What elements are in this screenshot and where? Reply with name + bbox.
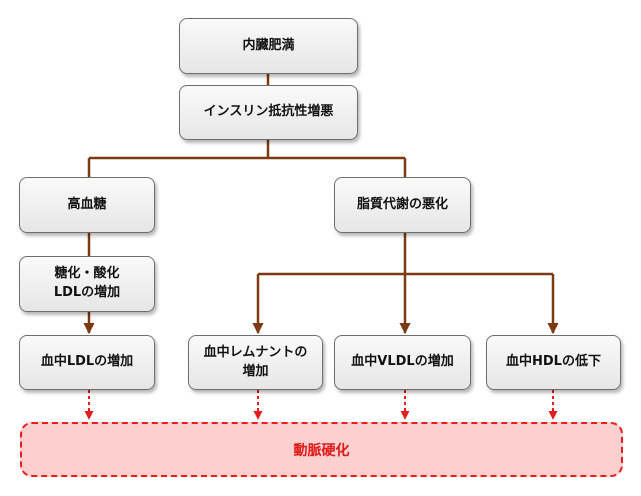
node-visceral-obesity: 内臓肥満 <box>179 18 358 74</box>
node-blood-hdl: 血中HDLの低下 <box>486 335 621 390</box>
node-hyperglycemia: 高血糖 <box>19 177 155 233</box>
outcome-arteriosclerosis: 動脈硬化 <box>20 422 623 477</box>
node-blood-ldl: 血中LDLの増加 <box>19 335 155 390</box>
outcome-label: 動脈硬化 <box>293 442 350 459</box>
node-blood-vldl: 血中VLDLの増加 <box>334 335 471 390</box>
node-glycated-oxidized-ldl: 糖化・酸化 LDLの増加 <box>19 256 155 312</box>
node-blood-remnant: 血中レムナントの 増加 <box>188 335 323 390</box>
node-lipid-metabolism: 脂質代謝の悪化 <box>334 177 471 233</box>
node-insulin-resistance: インスリン抵抗性増悪 <box>179 85 358 140</box>
